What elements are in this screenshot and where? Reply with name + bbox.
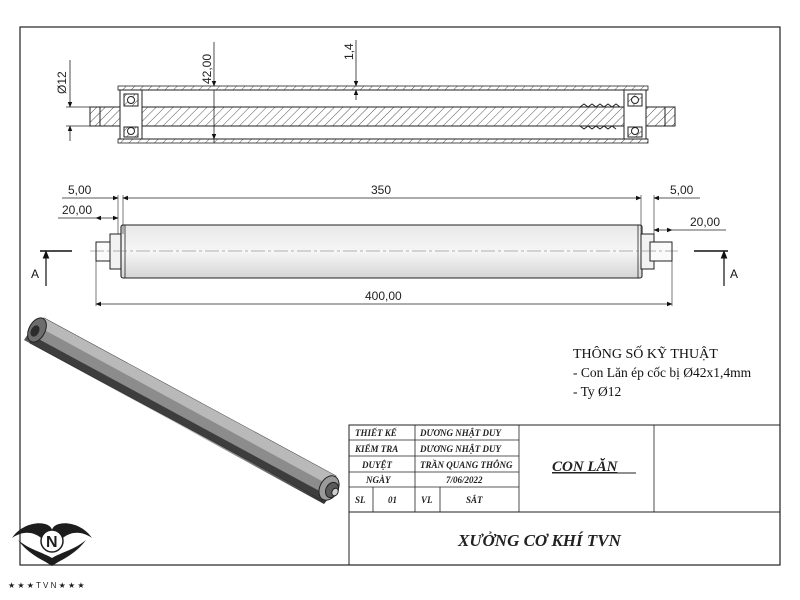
tb-checker-label: KIỂM TRA	[354, 444, 398, 454]
tb-quantity-value: 01	[388, 495, 397, 505]
spec-heading: THÔNG SỐ KỸ THUẬT	[573, 344, 718, 362]
dim-right-step: 5,00	[670, 183, 694, 197]
isometric-roller	[24, 317, 340, 504]
tb-checker-value: DƯƠNG NHẬT DUY	[419, 444, 502, 454]
section-label-right: A	[730, 267, 738, 281]
tb-material-value: SẮT	[466, 495, 483, 505]
tb-date-value: 7/06/2022	[446, 475, 483, 485]
tb-approver-value: TRẦN QUANG THÔNG	[420, 460, 513, 470]
section-dimensions: Ø12 42,00 1,4	[55, 40, 359, 143]
logo-caption: ★ ★ ★ T V N ★ ★ ★	[8, 581, 85, 590]
dim-tube-length: 350	[371, 183, 391, 197]
tb-quantity-label: SL	[355, 495, 366, 505]
dim-section-wall: 1,4	[342, 43, 356, 60]
tb-designer-label: THIẾT KẾ	[355, 428, 397, 438]
dim-section-outer: 42,00	[200, 54, 214, 84]
tb-date-label: NGÀY	[365, 475, 392, 485]
dim-right-shaft: 20,00	[690, 215, 720, 229]
tb-part-name: CON LĂN	[552, 458, 619, 475]
spec-line-2: - Ty Ø12	[573, 384, 621, 399]
dim-total-length: 400,00	[365, 289, 402, 303]
title-block: THIẾT KẾ DƯƠNG NHẬT DUY KIỂM TRA DƯƠNG N…	[348, 424, 781, 566]
front-view	[90, 224, 678, 279]
section-view	[89, 85, 676, 144]
logo-letter: N	[46, 534, 58, 551]
tb-approver-label: DUYỆT	[361, 460, 392, 470]
front-dimensions: 350 5,00 5,00 20,00 20,00 400,00	[58, 183, 726, 307]
section-marker-right: A	[694, 250, 738, 286]
tb-designer-value: DƯƠNG NHẬT DUY	[419, 428, 502, 438]
spec-line-1: - Con Lăn ép cốc bị Ø42x1,4mm	[573, 365, 752, 380]
tvn-logo: N ★ ★ ★ T V N ★ ★ ★	[8, 523, 92, 590]
dim-left-step: 5,00	[68, 183, 92, 197]
tb-material-label: VL	[421, 495, 433, 505]
tb-workshop: XƯỞNG CƠ KHÍ TVN	[457, 531, 622, 550]
dim-left-shaft: 20,00	[62, 203, 92, 217]
section-label-left: A	[31, 267, 39, 281]
dim-section-diameter: Ø12	[55, 71, 69, 94]
specifications: THÔNG SỐ KỸ THUẬT - Con Lăn ép cốc bị Ø4…	[573, 344, 752, 399]
section-marker-left: A	[31, 250, 72, 286]
